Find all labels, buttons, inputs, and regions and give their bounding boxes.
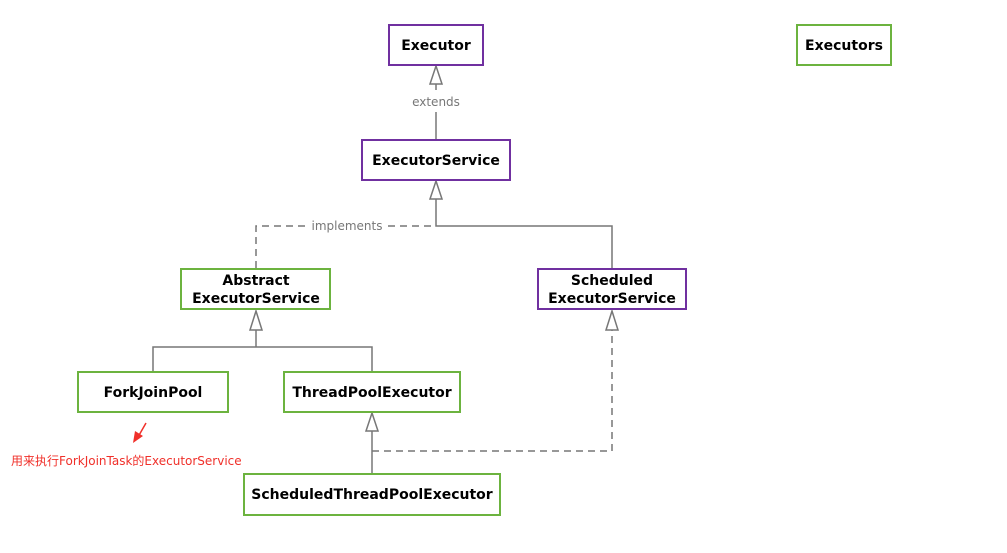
node-abstract-executor-service[interactable]: Abstract ExecutorService xyxy=(180,268,331,310)
node-scheduled-executor-service[interactable]: Scheduled ExecutorService xyxy=(537,268,687,310)
node-thread-pool-executor[interactable]: ThreadPoolExecutor xyxy=(283,371,461,413)
node-executor-service[interactable]: ExecutorService xyxy=(361,139,511,181)
inheritance-arrowhead xyxy=(428,63,444,85)
node-fork-join-pool[interactable]: ForkJoinPool xyxy=(77,371,229,413)
edge-scheduled-thread-pool-executor-extends xyxy=(364,410,380,474)
realization-arrowhead xyxy=(604,308,620,331)
note-arrowhead xyxy=(133,431,143,443)
node-executor[interactable]: Executor xyxy=(388,24,484,66)
node-label-line-1: Scheduled xyxy=(571,273,653,289)
inheritance-arrowhead xyxy=(248,308,264,331)
node-label-line-2: ExecutorService xyxy=(548,291,676,307)
node-label: ExecutorService xyxy=(372,153,500,169)
edge-scheduled-executor-service-extends xyxy=(428,178,613,268)
edge-scheduled-thread-pool-executor-implements xyxy=(372,308,620,452)
edge-extends: extends xyxy=(412,63,460,140)
node-label: ThreadPoolExecutor xyxy=(292,385,451,401)
node-label: ForkJoinPool xyxy=(104,385,203,401)
inheritance-arrowhead xyxy=(364,410,380,432)
node-executors[interactable]: Executors xyxy=(796,24,892,66)
inheritance-arrowhead xyxy=(428,178,444,200)
node-label: Executors xyxy=(805,38,883,54)
node-label-line-2: ExecutorService xyxy=(192,291,320,307)
node-label-line-1: Abstract xyxy=(222,273,290,289)
fork-join-pool-note: 用来执行ForkJoinTask的ExecutorService xyxy=(11,422,242,468)
extends-label: extends xyxy=(412,95,460,109)
edge-abstract-executor-service-subclasses xyxy=(152,308,373,372)
note-text: 用来执行ForkJoinTask的ExecutorService xyxy=(11,453,242,468)
node-label: Executor xyxy=(401,38,471,54)
edge-implements: implements xyxy=(255,219,436,268)
implements-label: implements xyxy=(312,219,383,233)
node-scheduled-thread-pool-executor[interactable]: ScheduledThreadPoolExecutor xyxy=(243,473,501,516)
node-label: ScheduledThreadPoolExecutor xyxy=(251,487,492,503)
